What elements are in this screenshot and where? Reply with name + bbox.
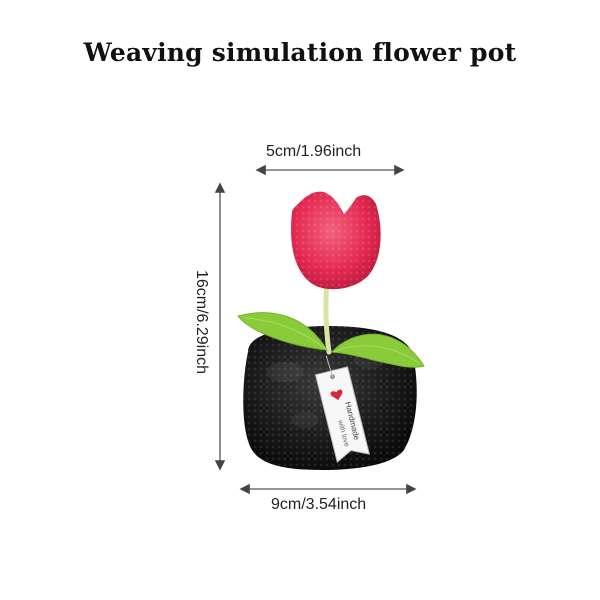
- left-leaf: [237, 312, 328, 351]
- handmade-tag: Handmade with love: [314, 355, 370, 464]
- right-leaf: [330, 333, 425, 368]
- bottom-width-label: 9cm/3.54inch: [271, 496, 367, 513]
- page-title: Weaving simulation flower pot: [83, 38, 517, 67]
- tulip-flower: [291, 191, 381, 290]
- flower-stem: [323, 279, 332, 355]
- heart-icon: [330, 389, 343, 401]
- top-width-label: 5cm/1.96inch: [266, 143, 362, 160]
